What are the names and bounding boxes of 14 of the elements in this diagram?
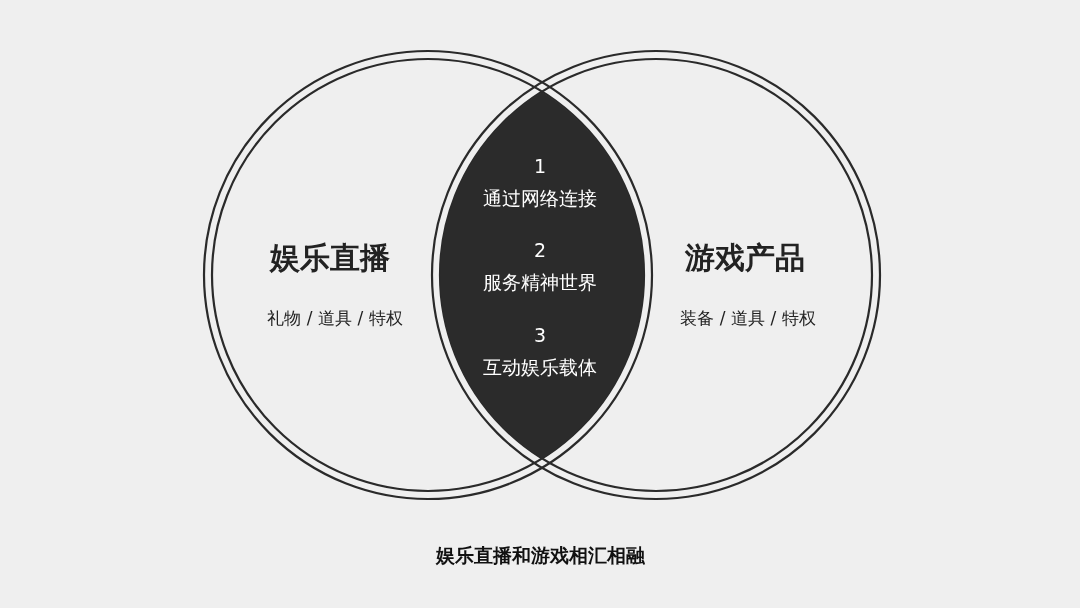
item-number: 3 [533, 324, 547, 346]
item-label: 通过网络连接 [483, 186, 597, 211]
item-label: 服务精神世界 [483, 270, 597, 295]
caption: 娱乐直播和游戏相汇相融 [435, 543, 645, 568]
item-number: 2 [533, 239, 547, 261]
circle-title: 游戏产品 [685, 238, 805, 277]
circle-subtitle: 礼物 / 道具 / 特权 [267, 306, 403, 330]
item-number: 1 [533, 155, 547, 177]
venn-circle [204, 51, 652, 499]
circle-subtitle: 装备 / 道具 / 特权 [680, 306, 816, 330]
item-label: 互动娱乐载体 [483, 355, 597, 380]
overlap-lens [440, 91, 644, 459]
venn-circle [432, 51, 880, 499]
circle-title: 娱乐直播 [270, 238, 390, 277]
